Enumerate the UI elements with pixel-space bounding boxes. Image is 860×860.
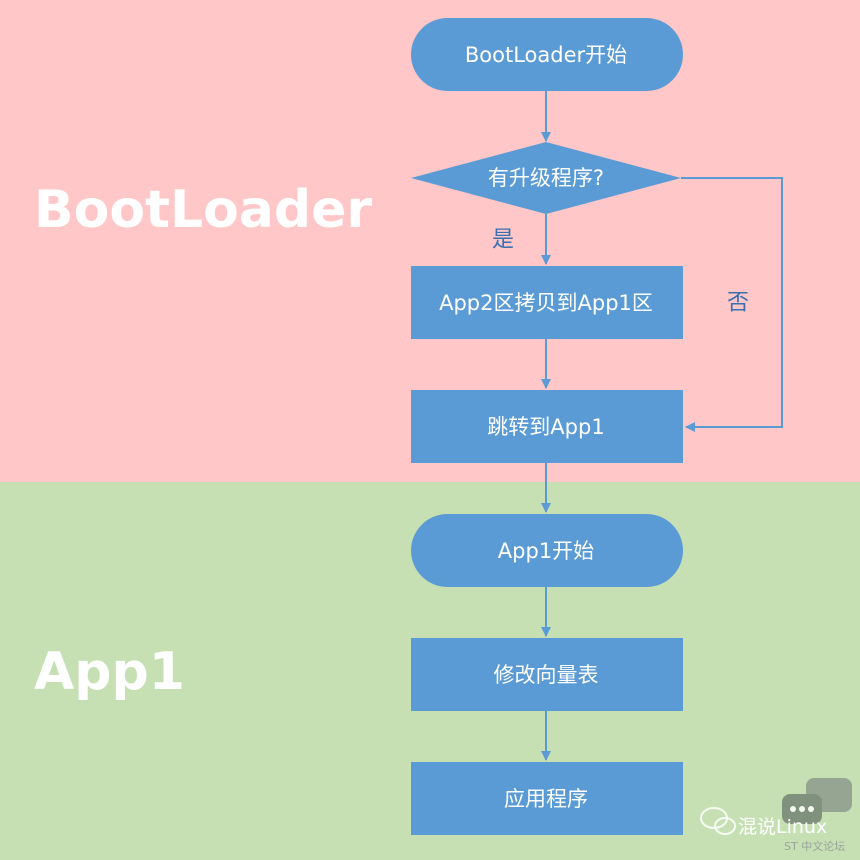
node-app1-start-label: App1开始 [498, 539, 594, 563]
node-jump-app1 [411, 390, 683, 463]
forum-chat-icon [782, 778, 852, 824]
bootloader-region-label: BootLoader [34, 180, 373, 240]
node-copy-app-label: App2区拷贝到App1区 [439, 291, 653, 315]
watermark-subtext: ST 中文论坛 [784, 840, 846, 853]
node-app-program [411, 762, 683, 835]
edge-label-yes: 是 [492, 228, 514, 253]
node-copy-app [411, 266, 683, 339]
watermark-text: 混说Linux [738, 816, 828, 838]
node-bootloader-start [411, 18, 683, 91]
edge-no-branch [681, 177, 783, 432]
node-check-upgrade [411, 142, 681, 214]
node-modify-vector [411, 638, 683, 711]
node-jump-app1-label: 跳转到App1 [487, 415, 604, 439]
node-modify-vector-label: 修改向量表 [494, 663, 599, 687]
node-app1-start [411, 514, 683, 587]
wechat-icon [700, 807, 736, 835]
node-app-program-label: 应用程序 [504, 787, 588, 811]
app1-region-label: App1 [34, 642, 185, 702]
node-check-upgrade-label: 有升级程序? [488, 166, 604, 190]
edge-label-no: 否 [727, 291, 749, 316]
node-bootloader-start-label: BootLoader开始 [465, 43, 627, 67]
